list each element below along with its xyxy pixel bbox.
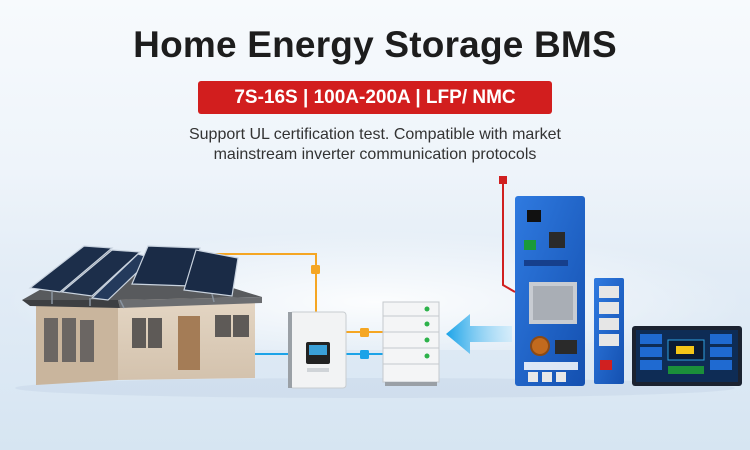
battery-stack-icon bbox=[382, 301, 440, 386]
page-title: Home Energy Storage BMS bbox=[133, 24, 617, 65]
connector-dot bbox=[360, 328, 369, 337]
connector-dot bbox=[360, 350, 369, 359]
subtitle-line-2: mainstream inverter communication protoc… bbox=[213, 146, 537, 163]
bms-board-icon bbox=[499, 176, 585, 386]
subtitle: Support UL certification test. Compatibl… bbox=[0, 125, 750, 165]
spec-badge: 7S-16S | 100A-200A | LFP/ NMC bbox=[198, 81, 552, 114]
connector-dot bbox=[311, 265, 320, 274]
arrow-left-icon bbox=[446, 314, 512, 354]
comm-board-icon bbox=[594, 278, 624, 384]
solar-panel-icon bbox=[28, 245, 239, 309]
display-screen-icon bbox=[632, 326, 742, 386]
subtitle-line-1: Support UL certification test. Compatibl… bbox=[188, 126, 561, 143]
inverter-icon bbox=[288, 311, 347, 389]
ground-shadow bbox=[15, 378, 735, 398]
